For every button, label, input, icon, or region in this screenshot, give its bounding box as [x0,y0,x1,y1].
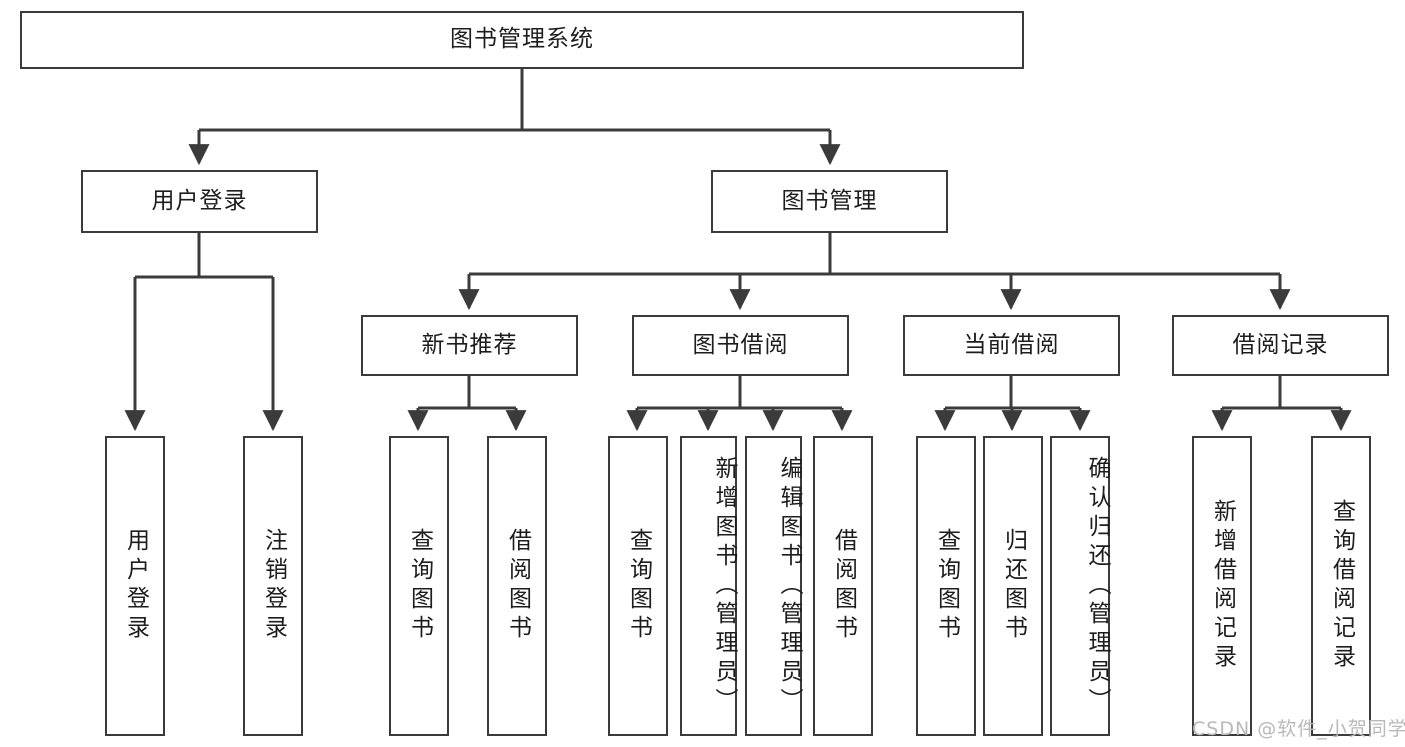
node-label: 编辑图书（管理员） [776,455,802,717]
node-user-login[interactable]: 用户登录 [81,170,318,233]
node-borrowing-record[interactable]: 借阅记录 [1172,315,1389,376]
leaf-confirm-return-admin[interactable]: 确认归还（管理员） [1050,436,1110,736]
node-current-borrowing[interactable]: 当前借阅 [903,315,1120,376]
node-label: 图书借阅 [692,331,789,358]
node-label: 归还图书 [1000,528,1027,644]
node-label: 当前借阅 [963,331,1060,358]
leaf-logout[interactable]: 注销登录 [243,436,303,736]
node-label: 借阅图书 [830,528,857,644]
leaf-query-book-under-borrowing[interactable]: 查询图书 [608,436,668,736]
node-label: 新书推荐 [421,331,518,358]
node-label: 借阅记录 [1232,331,1329,358]
node-label: 新增图书（管理员） [711,455,737,717]
node-book-management[interactable]: 图书管理 [711,170,948,233]
node-label: 查询借阅记录 [1328,499,1355,673]
node-root-book-management-system[interactable]: 图书管理系统 [20,11,1024,69]
node-label: 新增借阅记录 [1209,499,1236,673]
leaf-add-borrowing-record[interactable]: 新增借阅记录 [1192,436,1252,736]
node-label: 用户登录 [122,528,149,644]
leaf-borrow-book-under-borrowing[interactable]: 借阅图书 [813,436,873,736]
node-book-borrowing[interactable]: 图书借阅 [632,315,849,376]
leaf-user-login[interactable]: 用户登录 [105,436,165,736]
csdn-watermark: CSDN @软件_小贺同学 [1192,718,1405,740]
leaf-add-book-admin[interactable]: 新增图书（管理员） [680,436,737,736]
leaf-query-book-under-current[interactable]: 查询图书 [916,436,976,736]
leaf-borrow-book-under-new-book[interactable]: 借阅图书 [487,436,547,736]
node-label: 查询图书 [406,528,433,644]
leaf-query-book-under-new-book[interactable]: 查询图书 [389,436,449,736]
node-new-book-recommendation[interactable]: 新书推荐 [361,315,578,376]
node-label: 查询图书 [625,528,652,644]
leaf-query-borrowing-record[interactable]: 查询借阅记录 [1311,436,1371,736]
node-label: 用户登录 [151,187,248,214]
node-label: 查询图书 [933,528,960,644]
node-label: 确认归还（管理员） [1084,455,1110,717]
node-label: 图书管理系统 [450,26,594,53]
leaf-return-book[interactable]: 归还图书 [983,436,1043,736]
node-label: 借阅图书 [504,528,531,644]
node-label: 注销登录 [260,528,287,644]
leaf-edit-book-admin[interactable]: 编辑图书（管理员） [745,436,802,736]
node-label: 图书管理 [781,187,878,214]
